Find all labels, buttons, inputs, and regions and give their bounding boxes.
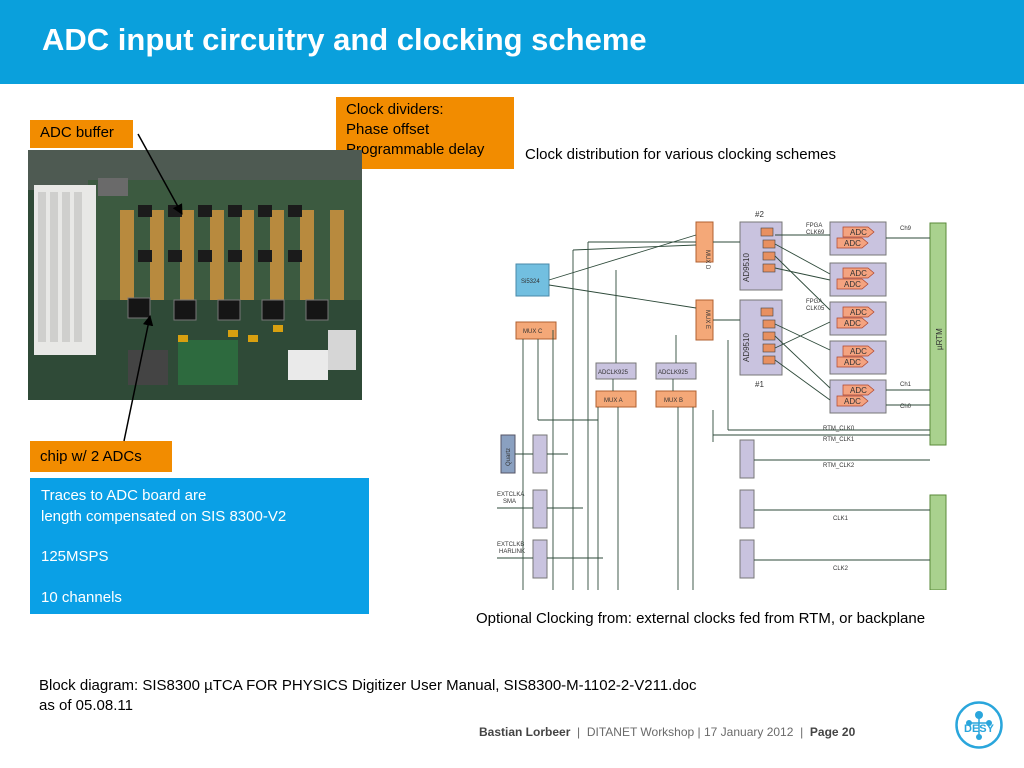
svg-text:ADC: ADC (850, 269, 867, 278)
logo-text: DESY (964, 723, 995, 735)
svg-text:ADC: ADC (844, 397, 861, 406)
backplane-bar (929, 494, 947, 590)
desy-logo-icon: DESY (955, 701, 1003, 749)
adc-buffer-arrow (137, 133, 183, 215)
footer-event: DITANET Workshop | 17 January 2012 (586, 725, 794, 739)
chip-adcs-arrow (123, 314, 154, 442)
ad9510-2-label: AD9510 (742, 253, 751, 282)
mux-a (595, 390, 637, 408)
svg-text:ADC: ADC (850, 228, 867, 237)
svg-text:ADC: ADC (844, 319, 861, 328)
svg-text:MUX A: MUX A (604, 398, 623, 404)
si5324-block (515, 263, 550, 297)
footer-sep-1: | (573, 725, 584, 739)
ch0-label: Ch0 (900, 404, 912, 410)
mux-c (515, 321, 557, 340)
optional-clocking-caption: Optional Clocking from: external clocks … (476, 610, 926, 627)
svg-text:ADC: ADC (844, 280, 861, 289)
clock-distribution-diagram: µRTM #2 #1 AD9510 AD9510 ADC ADC ADC ADC… (493, 190, 953, 590)
svg-text:MUX E: MUX E (704, 310, 710, 329)
svg-text:CLK1: CLK1 (833, 516, 849, 522)
svg-text:MUX C: MUX C (523, 329, 543, 335)
svg-text:RTM_CLK2: RTM_CLK2 (823, 463, 855, 469)
svg-text:ADCLK925: ADCLK925 (598, 370, 629, 376)
svg-text:ADCLK925: ADCLK925 (658, 370, 689, 376)
ad9510-1-label: AD9510 (742, 333, 751, 362)
footer-page: Page 20 (809, 725, 856, 739)
clock-distribution-caption: Clock distribution for various clocking … (525, 146, 836, 163)
adclk925-rtm (739, 439, 755, 479)
adclk925-in (532, 434, 548, 474)
clock-wiring (497, 234, 930, 590)
svg-text:ADC: ADC (844, 358, 861, 367)
si5324-label: Si5324 (521, 279, 540, 285)
svg-text:RTM_CLK0: RTM_CLK0 (823, 426, 855, 432)
svg-text:Quartz: Quartz (506, 448, 512, 466)
adc-blocks: ADC ADC ADC ADC ADC ADC ADC ADC ADC ADC (829, 221, 887, 414)
adc-buffer-label: ADC buffer (30, 120, 133, 148)
adc-board-photo (28, 150, 362, 400)
channels-text: 10 channels (41, 588, 122, 606)
rtm-bar (929, 222, 947, 446)
footer-sep-2: | (796, 725, 807, 739)
slide-title: ADC input circuitry and clocking scheme (42, 22, 647, 57)
info-box: Traces to ADC board are length compensat… (30, 478, 369, 614)
adclk948-a (532, 489, 548, 529)
label-1: #1 (755, 380, 764, 389)
title-bar: ADC input circuitry and clocking scheme (0, 0, 1024, 84)
rtm-label: µRTM (935, 328, 944, 350)
svg-text:MUX B: MUX B (664, 398, 683, 404)
ch9-label: Ch9 (900, 226, 912, 232)
adclk925-clk2 (739, 539, 755, 579)
footer: Bastian Lorbeer | DITANET Workshop | 17 … (479, 725, 855, 739)
svg-text:ADC: ADC (850, 308, 867, 317)
footer-author: Bastian Lorbeer (479, 725, 571, 739)
svg-text:ADC: ADC (844, 239, 861, 248)
chip-adcs-label: chip w/ 2 ADCs (30, 441, 172, 472)
traces-text: Traces to ADC board are length compensat… (41, 487, 287, 525)
svg-text:ADC: ADC (850, 386, 867, 395)
adclk925-clk1 (739, 489, 755, 529)
svg-text:RTM_CLK1: RTM_CLK1 (823, 437, 855, 443)
svg-text:MUX D: MUX D (704, 250, 710, 270)
ch1-label: Ch1 (900, 382, 912, 388)
sample-rate-text: 125MSPS (41, 548, 109, 565)
adclk948-b (532, 539, 548, 579)
label-2: #2 (755, 210, 764, 219)
mux-b (655, 390, 697, 408)
source-note: Block diagram: SIS8300 µTCA FOR PHYSICS … (39, 677, 697, 714)
svg-text:ADC: ADC (850, 347, 867, 356)
clock-dividers-label: Clock dividers: Phase offset Programmabl… (336, 97, 514, 169)
svg-text:CLK2: CLK2 (833, 566, 849, 572)
